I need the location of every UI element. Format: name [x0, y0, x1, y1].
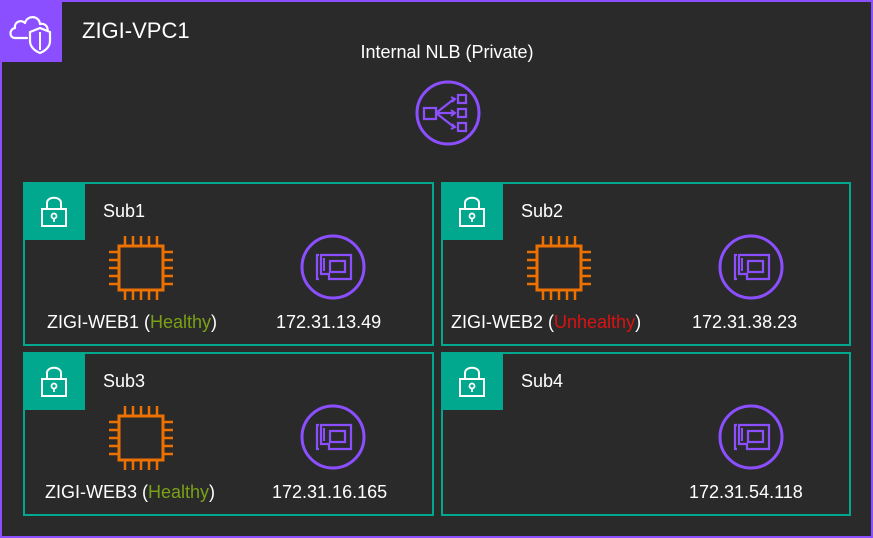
- network-interface-icon: [300, 404, 366, 470]
- paren-open: (: [543, 312, 555, 332]
- paren-close: ): [635, 312, 642, 332]
- subnet-sub1: Sub1 ZIGI-WEB1 (Healthy) 172.31.13.49: [23, 182, 434, 346]
- network-interface-icon: [718, 234, 784, 300]
- ec2-instance-icon: [527, 236, 591, 300]
- instance-label: ZIGI-WEB3 (Healthy): [45, 482, 215, 503]
- ip-address: 172.31.38.23: [692, 312, 798, 332]
- subnet-badge: [443, 354, 503, 410]
- status-healthy: Healthy: [148, 482, 210, 502]
- lock-icon: [41, 366, 67, 397]
- subnet-badge: [25, 184, 85, 240]
- status-healthy: Healthy: [150, 312, 212, 332]
- lock-icon: [459, 366, 485, 397]
- paren-open: (: [139, 312, 151, 332]
- vpc-badge: [2, 2, 62, 62]
- subnet-sub3: Sub3 ZIGI-WEB3 (Healthy) 172.31.16.165: [23, 352, 434, 516]
- instance-name: ZIGI-WEB3: [45, 482, 138, 502]
- subnet-label: Sub3: [103, 371, 146, 391]
- subnet-badge: [443, 184, 503, 240]
- instance-label: ZIGI-WEB2 (Unhealthy): [451, 312, 641, 333]
- network-interface-icon: [718, 404, 784, 470]
- instance-label: ZIGI-WEB1 (Healthy): [47, 312, 217, 333]
- paren-close: ): [209, 482, 216, 502]
- paren-close: ): [211, 312, 218, 332]
- cloud-shield-icon: [9, 16, 52, 55]
- paren-open: (: [137, 482, 149, 502]
- lock-icon: [459, 196, 485, 227]
- subnet-label: Sub2: [521, 201, 564, 221]
- ip-address: 172.31.13.49: [276, 312, 382, 332]
- subnet-badge: [25, 354, 85, 410]
- subnet-sub4: Sub4 172.31.54.118: [441, 352, 851, 516]
- instance-name: ZIGI-WEB2: [451, 312, 544, 332]
- subnet-label: Sub4: [521, 371, 564, 391]
- ec2-instance-icon: [109, 406, 173, 470]
- ip-address: 172.31.16.165: [272, 482, 388, 502]
- instance-name: ZIGI-WEB1: [47, 312, 140, 332]
- ip-address: 172.31.54.118: [689, 482, 803, 502]
- vpc-title: ZIGI-VPC1: [82, 18, 190, 43]
- ec2-instance-icon: [109, 236, 173, 300]
- network-load-balancer-icon: [415, 80, 481, 146]
- status-unhealthy: Unhealthy: [554, 312, 636, 332]
- subnet-label: Sub1: [103, 201, 146, 221]
- lock-icon: [41, 196, 67, 227]
- subnet-sub2: Sub2 ZIGI-WEB2 (Unhealthy) 172.31.38.23: [441, 182, 851, 346]
- network-interface-icon: [300, 234, 366, 300]
- nlb-label: Internal NLB (Private): [360, 42, 534, 62]
